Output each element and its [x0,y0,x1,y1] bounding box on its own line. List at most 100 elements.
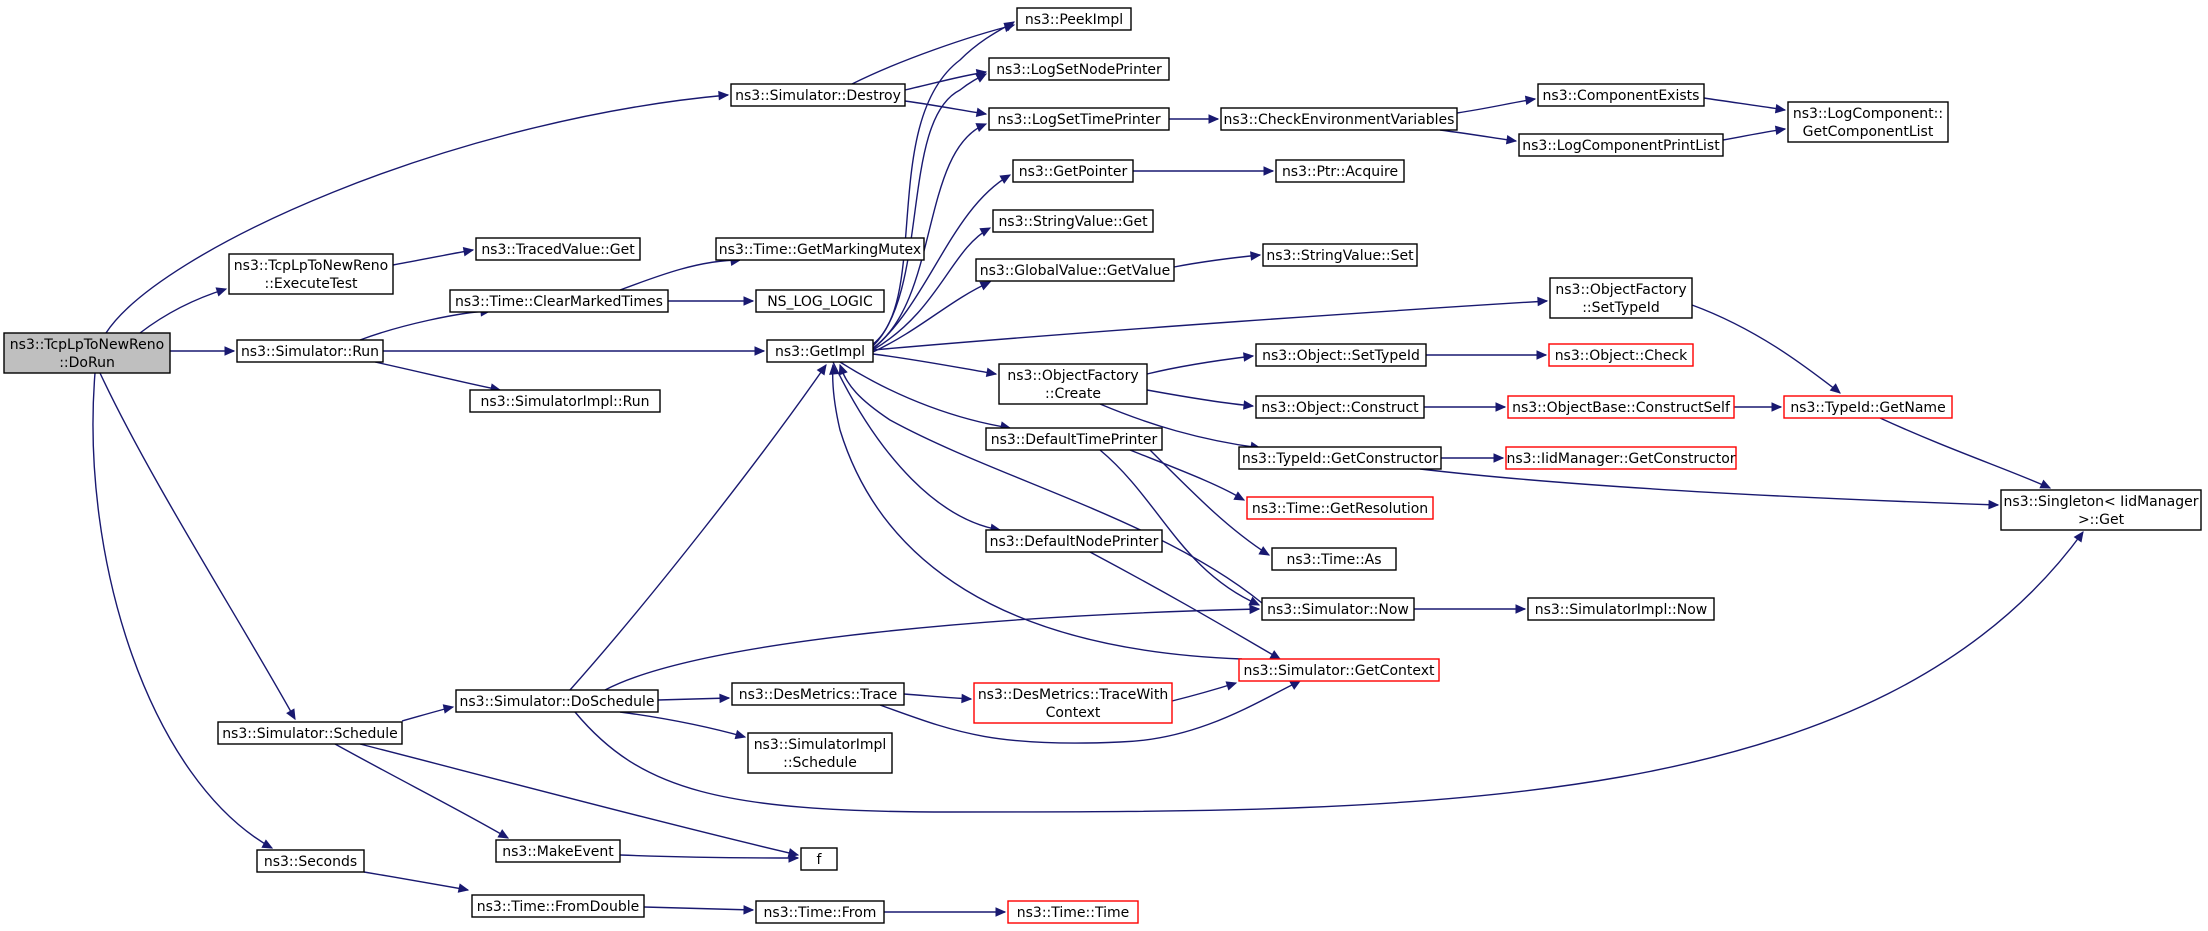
node-implSchedule[interactable]: ns3::SimulatorImpl::Schedule [747,732,893,774]
edge-line [1129,449,1245,501]
arrowhead-icon [1248,596,1261,606]
node-simGetContext[interactable]: ns3::Simulator::GetContext [1238,658,1440,682]
node-simNow[interactable]: ns3::Simulator::Now [1261,597,1415,621]
node-logCompPrint[interactable]: ns3::LogComponentPrintList [1518,133,1724,157]
node-desTrace[interactable]: ns3::DesMetrics::Trace [731,682,905,706]
node-getImpl[interactable]: ns3::GetImpl [766,339,874,363]
node-label: ns3::Time::FromDouble [477,899,640,915]
node-getName[interactable]: ns3::TypeId::GetName [1783,395,1953,419]
node-box [228,253,394,295]
node-nsLogLogic[interactable]: NS_LOG_LOGIC [755,289,885,313]
edge-line [569,364,827,691]
node-peekImpl[interactable]: ns3::PeekImpl [1016,7,1132,31]
node-ofCreate[interactable]: ns3::ObjectFactory::Create [998,363,1148,405]
node-globalGet[interactable]: ns3::GlobalValue::GetValue [975,258,1175,282]
arrowhead-icon [1208,114,1220,124]
arrowhead-icon [2073,530,2084,543]
node-logSetTime[interactable]: ns3::LogSetTimePrinter [988,107,1170,131]
edge-line [1439,129,1517,142]
edge-desTrace-to-traceWithCtx [903,693,973,704]
edge-line [872,174,1011,350]
node-label: ::Create [1045,386,1101,402]
edge-line [1879,417,2051,489]
node-label: ns3::LogSetTimePrinter [997,112,1161,128]
node-componentExists[interactable]: ns3::ComponentExists [1537,83,1705,107]
node-logSetNode[interactable]: ns3::LogSetNodePrinter [988,57,1170,81]
node-box [747,732,893,774]
edge-defTimePrinter-to-timeAs [1149,449,1271,556]
node-label: ns3::Object::Check [1555,348,1688,364]
node-implRun[interactable]: ns3::SimulatorImpl::Run [469,389,661,413]
edge-getImpl-to-stringGet [872,227,992,351]
node-f[interactable]: f [800,847,838,871]
edge-line [872,281,991,353]
node-fromDouble[interactable]: ns3::Time::FromDouble [471,894,645,918]
node-singletonGet[interactable]: ns3::Singleton< IidManager>::Get [2000,489,2202,531]
node-label: ns3::TypeId::GetConstructor [1242,451,1438,467]
node-ptrAcquire[interactable]: ns3::Ptr::Acquire [1275,159,1405,183]
node-timeAs[interactable]: ns3::Time::As [1271,547,1397,571]
arrowhead-icon [1495,402,1507,412]
node-label: ns3::DesMetrics::Trace [739,687,898,703]
edge-line [879,680,1301,744]
node-ofSetTypeId[interactable]: ns3::ObjectFactory::SetTypeId [1549,277,1693,319]
node-constructSelf[interactable]: ns3::ObjectBase::ConstructSelf [1507,395,1735,419]
node-box [3,332,171,374]
node-doRun[interactable]: ns3::TcpLpToNewReno::DoRun [3,332,171,374]
edge-getImpl-to-logSetNode [872,73,988,347]
node-timeTime[interactable]: ns3::Time::Time [1007,900,1139,924]
node-seconds[interactable]: ns3::Seconds [256,849,365,873]
node-iidGetCtor[interactable]: ns3::IidManager::GetConstructor [1505,446,1737,470]
node-objCheck[interactable]: ns3::Object::Check [1548,343,1694,367]
node-doSchedule[interactable]: ns3::Simulator::DoSchedule [455,689,659,713]
edge-line [831,364,1243,660]
node-stringGet[interactable]: ns3::StringValue::Get [992,209,1154,233]
node-getConstructor[interactable]: ns3::TypeId::GetConstructor [1238,446,1442,470]
node-box [1255,343,1427,367]
node-box [1246,496,1434,520]
node-getResolution[interactable]: ns3::Time::GetResolution [1246,496,1434,520]
node-label: ns3::StringValue::Get [998,214,1148,230]
node-label: >::Get [2078,512,2125,528]
node-getPointer[interactable]: ns3::GetPointer [1012,159,1134,183]
node-simDestroy[interactable]: ns3::Simulator::Destroy [730,83,906,107]
node-stringSet[interactable]: ns3::StringValue::Set [1262,243,1418,267]
node-tracedGet[interactable]: ns3::TracedValue::Get [475,237,641,261]
node-implNow[interactable]: ns3::SimulatorImpl::Now [1527,597,1715,621]
node-objConstruct[interactable]: ns3::Object::Construct [1255,395,1425,419]
arrowhead-icon [1505,134,1518,145]
edge-doSchedule-to-implSchedule [619,711,747,740]
node-getCompList[interactable]: ns3::LogComponent::GetComponentList [1787,101,1949,143]
edge-getImpl-to-ofSetTypeId [872,296,1549,351]
edge-line [872,73,987,347]
node-defNodePrinter[interactable]: ns3::DefaultNodePrinter [985,529,1163,553]
node-makeEvent[interactable]: ns3::MakeEvent [495,839,621,863]
node-markingMutex[interactable]: ns3::Time::GetMarkingMutex [715,237,925,261]
node-timeFrom[interactable]: ns3::Time::From [755,900,885,924]
node-checkEnv[interactable]: ns3::CheckEnvironmentVariables [1220,107,1458,131]
edge-getImpl-to-defNodePrinter [832,361,1002,534]
node-objSetTypeId[interactable]: ns3::Object::SetTypeId [1255,343,1427,367]
arrowhead-icon [743,905,755,915]
node-clearMarked[interactable]: ns3::Time::ClearMarkedTimes [449,289,669,313]
arrowhead-icon [1258,546,1271,556]
edge-line [872,21,1015,345]
edge-line [1173,254,1261,268]
edge-line [903,693,972,700]
edge-line [1691,304,1841,394]
node-simSchedule[interactable]: ns3::Simulator::Schedule [217,721,403,745]
edge-line [105,94,729,334]
arrowhead-icon [1263,166,1275,176]
edge-logCompPrint-to-getCompList [1722,125,1787,141]
edge-clearMarked-to-markingMutex [619,256,742,291]
node-simRun[interactable]: ns3::Simulator::Run [236,339,384,363]
node-label: ns3::GetImpl [775,344,865,360]
node-defTimePrinter[interactable]: ns3::DefaultTimePrinter [985,427,1163,451]
edge-doSchedule-to-singletonGet [574,530,2084,813]
edge-line [392,249,474,266]
edge-line [872,300,1548,351]
node-box [449,289,669,313]
node-executeTest[interactable]: ns3::TcpLpToNewReno::ExecuteTest [228,253,394,295]
